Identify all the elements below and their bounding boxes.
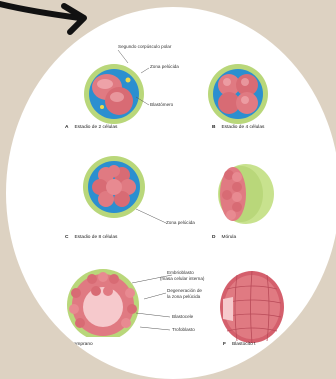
leader-line-c bbox=[134, 207, 170, 227]
label-blastocoel: Blastocele bbox=[172, 315, 193, 320]
leader-lines-a bbox=[106, 47, 176, 107]
label-trophoblast: Trofoblasto bbox=[172, 328, 195, 333]
stage-blastocyst-3d bbox=[219, 269, 285, 345]
diagram-panel: Segundo corpúsculo polar Zona pelúcida B… bbox=[6, 7, 336, 379]
stage-4-cells bbox=[207, 63, 269, 125]
caption-e: ito temprano bbox=[66, 343, 93, 348]
leader-lines-e bbox=[126, 269, 174, 335]
stage-morula bbox=[213, 163, 275, 225]
label-zona-pellucida-c: Zona pelúcida bbox=[166, 221, 195, 226]
